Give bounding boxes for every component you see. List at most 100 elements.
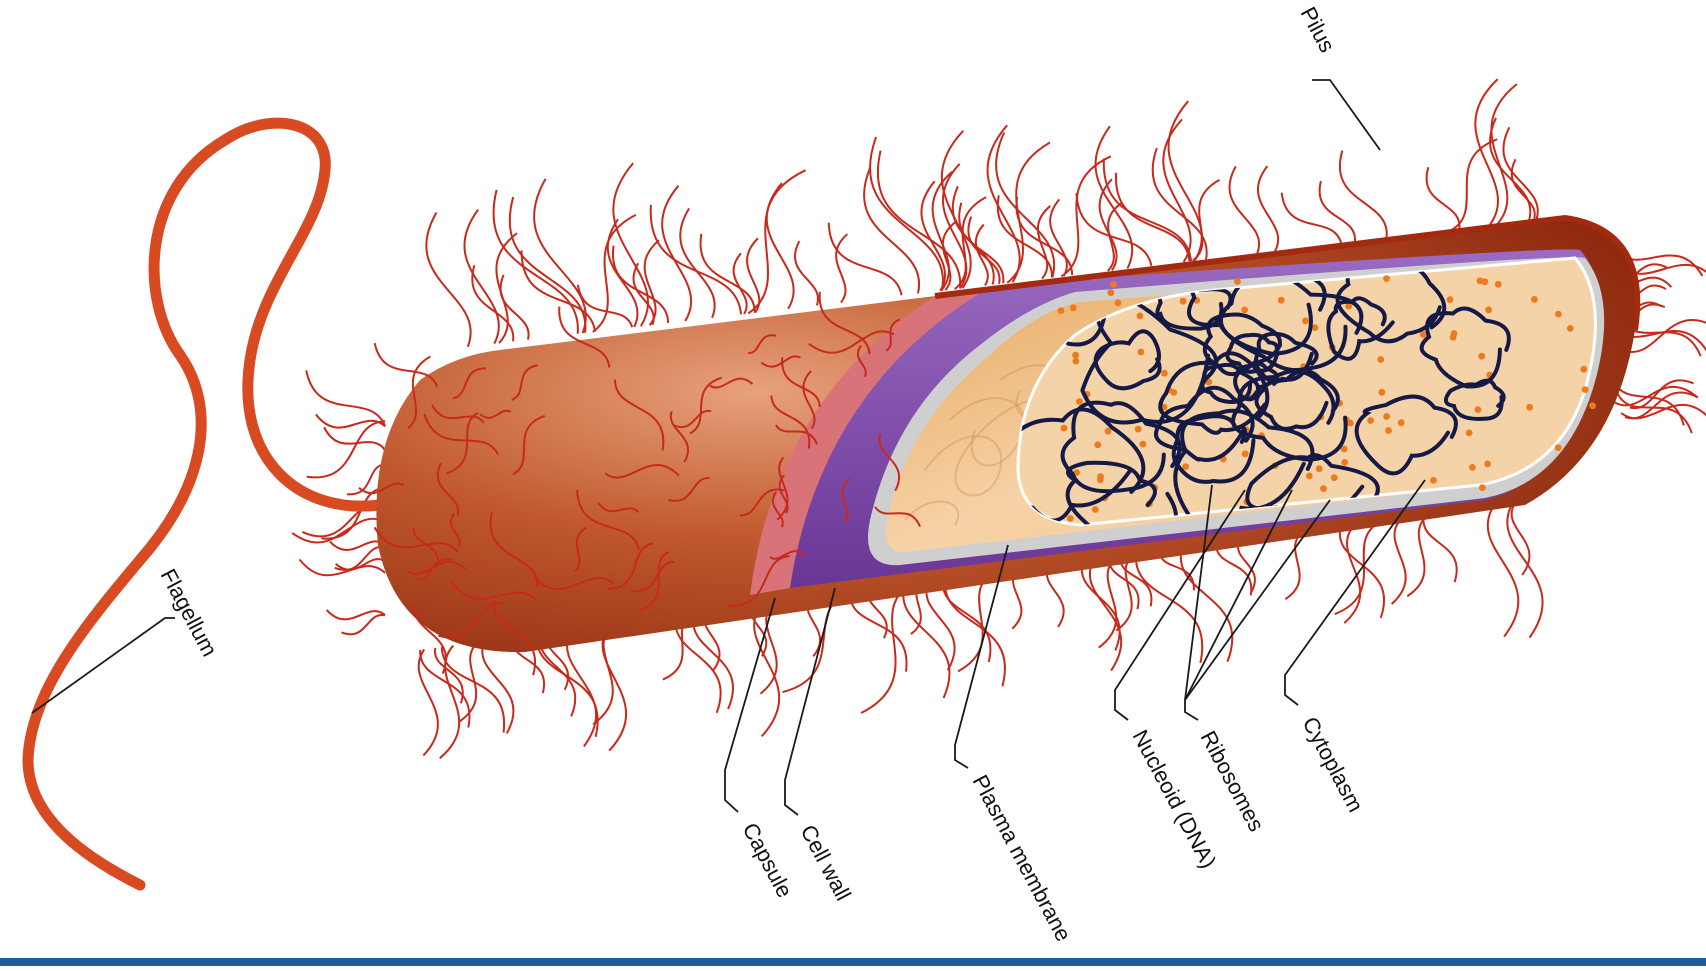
label-cell-wall: Cell wall [796, 821, 857, 905]
ribosome-dot [1076, 398, 1083, 405]
ribosome-dot [1379, 389, 1386, 396]
pilus-icon [795, 241, 818, 305]
pilus-icon [1216, 544, 1251, 595]
ribosome-dot [1242, 450, 1249, 457]
pilus-icon [593, 215, 636, 332]
ribosome-dot [1331, 474, 1338, 481]
ribosome-dot [1316, 465, 1323, 472]
pilus-leader [1312, 80, 1380, 150]
pilus-icon [1153, 148, 1207, 259]
pilus-icon [1116, 555, 1132, 630]
pilus-icon [435, 648, 463, 703]
pilus-icon [836, 234, 847, 302]
pilus-icon [1407, 516, 1426, 596]
pilus-icon [903, 586, 949, 698]
pilus-icon [419, 649, 438, 755]
ribosome-dot [1094, 441, 1101, 448]
ribosome-dot [1105, 428, 1112, 435]
pilus-icon [1229, 166, 1259, 253]
pilus-icon [926, 583, 954, 671]
pilus-icon [613, 246, 668, 323]
label-capsule: Capsule [738, 819, 798, 902]
ribosome-dot [1110, 281, 1117, 288]
ribosome-dot [1469, 464, 1476, 471]
ribosome-dot [1531, 296, 1538, 303]
pilus-icon [1061, 156, 1110, 276]
pilus-icon [850, 593, 907, 672]
cell-wall-leader [785, 588, 835, 815]
pilus-icon [1512, 159, 1535, 220]
ribosome-dot [1420, 331, 1427, 338]
pilus-icon [693, 614, 733, 709]
ribosome-dot [1367, 417, 1374, 424]
ribosome-dot [1092, 506, 1099, 513]
pilus-icon [1392, 520, 1406, 604]
pilus-icon [482, 641, 513, 733]
ribosome-dot [1278, 297, 1285, 304]
pilus-icon [341, 615, 385, 634]
ribosome-dot [1555, 311, 1562, 318]
ribosome-dot [1385, 427, 1392, 434]
pilus-icon [316, 414, 385, 427]
ribosome-dot [1377, 356, 1384, 363]
pilus-icon [680, 208, 714, 317]
ribosome-dot [1347, 420, 1354, 427]
label-flagellum: Flagellum [156, 565, 223, 661]
label-pilus: Pilus [1296, 3, 1340, 57]
pilus-icon [767, 183, 794, 309]
ribosome-dot [1479, 484, 1486, 491]
ribosome-dot [1383, 275, 1390, 282]
pilus-icon [1163, 119, 1190, 262]
ribosome-dot [1072, 352, 1079, 359]
ribosome-dot [1070, 304, 1077, 311]
ribosome-dot [1234, 278, 1241, 285]
ribosome-dot [1475, 406, 1482, 413]
ribosome-dot [1137, 313, 1144, 320]
flagellum-leader [32, 618, 175, 713]
ribosome-dot [1058, 307, 1065, 314]
pilus-icon [968, 217, 999, 284]
ribosome-dot [1484, 461, 1491, 468]
pilus-icon [307, 421, 385, 477]
pilus-icon [1258, 166, 1278, 251]
ribosome-dot [1478, 353, 1485, 360]
label-ribosomes: Ribosomes [1196, 727, 1270, 836]
ribosome-dot [1580, 366, 1587, 373]
pilus-icon [1016, 197, 1072, 275]
pilus-icon [943, 581, 991, 662]
ribosome-dot [1320, 485, 1327, 492]
pilus-icon [426, 213, 470, 347]
ribosome-dot [1182, 463, 1189, 470]
pilus-icon [829, 223, 902, 296]
ribosome-dot [1115, 299, 1122, 306]
ribosome-dot [1589, 402, 1596, 409]
ribosome-dot [1495, 281, 1502, 288]
footer-bar [0, 958, 1706, 966]
label-cytoplasm: Cytoplasm [1298, 713, 1369, 816]
pilus-icon [1282, 193, 1342, 244]
label-plasma-membrane: Plasma membrane [968, 771, 1077, 946]
pilus-icon [322, 488, 385, 539]
ribosome-dot [1067, 515, 1074, 522]
ribosome-dot [1140, 441, 1147, 448]
ribosome-dot [1138, 349, 1145, 356]
ribosome-dot [1526, 404, 1533, 411]
ribosome-dot [1430, 477, 1437, 484]
pilus-icon [327, 610, 385, 619]
pilus-icon [651, 205, 741, 314]
ribosome-dot [1341, 459, 1348, 466]
pilus-icon [1427, 167, 1460, 229]
ribosome-dot [1107, 289, 1114, 296]
ribosome-dot [1555, 444, 1562, 451]
pilus-icon [613, 163, 648, 326]
ribosome-dot [1135, 426, 1142, 433]
pilus-icon [1116, 173, 1189, 261]
ribosome-dot [1097, 476, 1104, 483]
pilus-icon [1335, 523, 1379, 614]
ribosome-dot [1485, 306, 1492, 313]
ribosome-dot [1161, 370, 1168, 377]
ribosome-dot [1582, 386, 1589, 393]
ribosome-dot [1241, 307, 1248, 314]
